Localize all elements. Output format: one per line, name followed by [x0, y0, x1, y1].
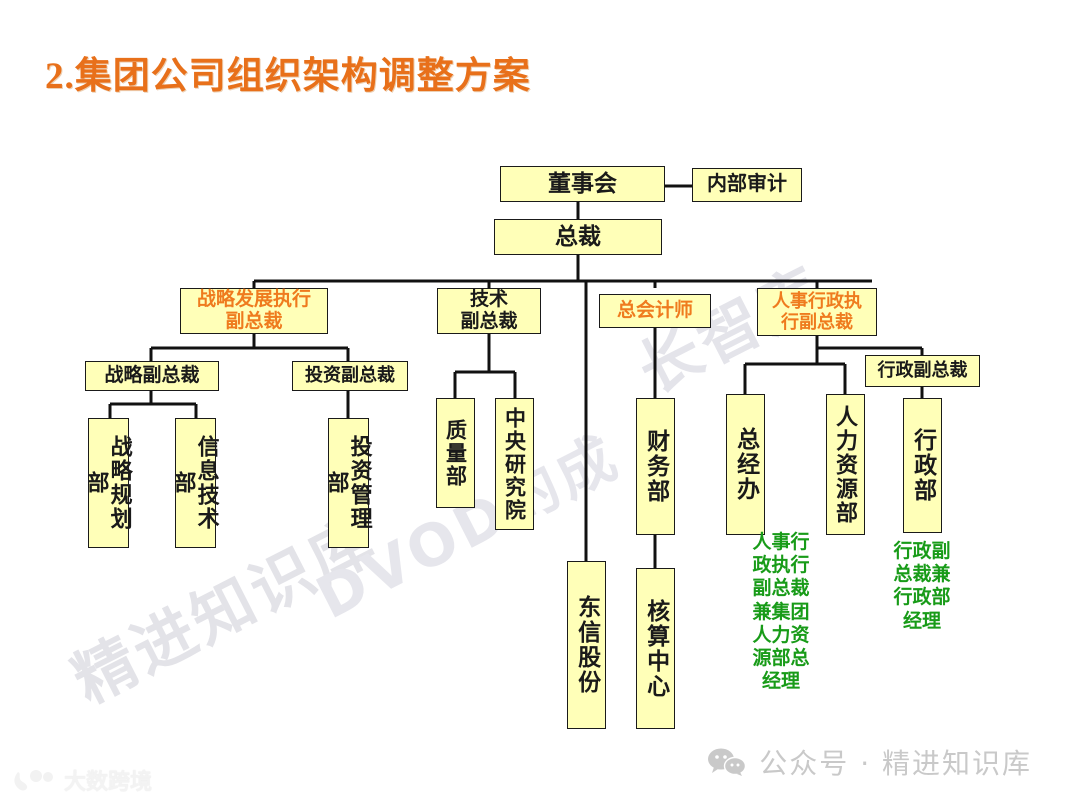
node-investment-vp-label: 投资副总裁	[305, 365, 395, 386]
node-hr-admin-exec-vp[interactable]: 人事行政执 行副总裁	[757, 288, 877, 336]
node-it-dept[interactable]: 信息技术部	[171, 418, 220, 548]
node-tech-vp[interactable]: 技术 副总裁	[437, 288, 541, 334]
node-finance-dept-label: 财务部	[643, 429, 669, 504]
brand-logo-label: 大数跨境	[64, 770, 153, 795]
node-admin-vp-label: 行政副总裁	[877, 360, 968, 381]
node-it-dept-label: 信息技术部	[171, 435, 220, 531]
node-strategy-vp-label: 战略副总裁	[104, 364, 200, 386]
node-hr-dept-label: 人力资源部	[833, 404, 859, 525]
node-quality-dept-label: 质量部	[443, 418, 468, 488]
node-president-label: 总裁	[555, 224, 601, 250]
node-strategy-planning-dept-label: 战略规划部	[84, 435, 133, 531]
node-internal-audit-label: 内部审计	[707, 173, 787, 196]
node-admin-dept-label: 行政部	[910, 428, 936, 503]
node-hr-admin-exec-vp-label: 人事行政执 行副总裁	[772, 290, 862, 332]
node-central-research-inst[interactable]: 中央研究院	[495, 398, 534, 530]
node-strategy-vp[interactable]: 战略副总裁	[85, 361, 219, 391]
node-investment-vp[interactable]: 投资副总裁	[292, 361, 408, 391]
page-title: 2.集团公司组织架构调整方案	[45, 56, 531, 97]
node-hr-dept[interactable]: 人力资源部	[826, 394, 865, 535]
node-dongxin-shares[interactable]: 东信股份	[567, 561, 606, 729]
note-admin-vp: 行政副 总裁兼 行政部 经理	[893, 541, 951, 632]
node-accounting-center[interactable]: 核算中心	[636, 568, 675, 729]
brand-logo: 大数跨境	[14, 764, 152, 796]
node-strategy-exec-vp-label: 战略发展执行 副总裁	[196, 288, 311, 332]
node-admin-vp[interactable]: 行政副总裁	[865, 355, 980, 387]
node-dongxin-shares-label: 东信股份	[574, 595, 600, 695]
node-central-research-inst-label: 中央研究院	[502, 406, 527, 522]
wechat-icon	[707, 747, 747, 777]
node-accounting-center-label: 核算中心	[643, 598, 669, 699]
node-president[interactable]: 总裁	[494, 219, 662, 255]
wechat-footer-label: 公众号 · 精进知识库	[759, 747, 1032, 780]
node-gm-office[interactable]: 总经办	[726, 394, 765, 535]
node-strategy-exec-vp[interactable]: 战略发展执行 副总裁	[180, 288, 328, 334]
node-board-label: 董事会	[548, 171, 617, 197]
node-board[interactable]: 董事会	[500, 166, 665, 202]
node-internal-audit[interactable]: 内部审计	[692, 168, 802, 202]
node-admin-dept[interactable]: 行政部	[903, 398, 942, 533]
node-strategy-planning-dept[interactable]: 战略规划部	[84, 418, 133, 548]
node-gm-office-label: 总经办	[733, 427, 759, 502]
node-chief-accountant[interactable]: 总会计师	[599, 294, 711, 328]
node-chief-accountant-label: 总会计师	[616, 299, 693, 321]
node-quality-dept[interactable]: 质量部	[436, 398, 475, 508]
wechat-footer: 公众号 · 精进知识库	[707, 742, 1032, 782]
node-finance-dept[interactable]: 财务部	[636, 398, 675, 535]
node-investment-mgmt-dept[interactable]: 投资管理部	[324, 418, 373, 548]
brand-logo-mark-icon	[14, 768, 56, 792]
note-hr-admin-exec-vp: 人事行 政执行 副总裁 兼集团 人力资 源部总 经理	[752, 532, 810, 693]
node-tech-vp-label: 技术 副总裁	[460, 288, 518, 332]
node-investment-mgmt-dept-label: 投资管理部	[324, 435, 373, 531]
